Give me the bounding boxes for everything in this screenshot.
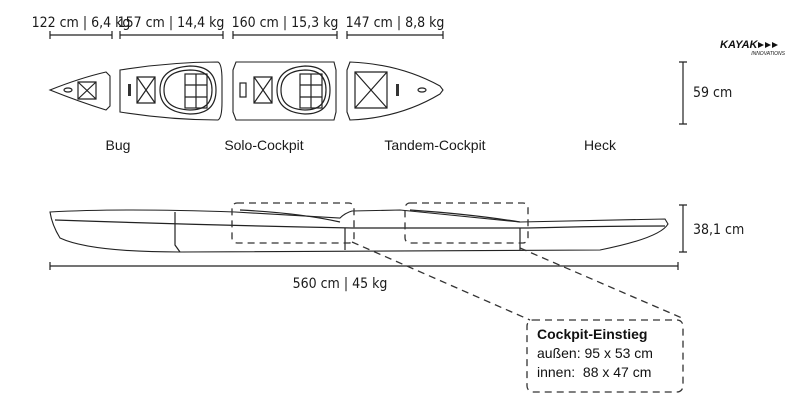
callout-title: Cockpit-Einstieg — [537, 326, 647, 342]
length-label: 560 cm | 45 kg — [293, 276, 388, 292]
dimension-heck: 147 cm | 8,8 kg — [346, 15, 445, 39]
height-dimension-line — [679, 204, 687, 253]
dimension-tandem: 160 cm | 15,3 kg — [232, 15, 339, 39]
dimension-bug: 122 cm | 6,4 kg — [32, 15, 131, 39]
callout-leader-lines — [351, 241, 683, 321]
section-name-bug: Bug — [106, 137, 131, 153]
callout-inner-size: innen: 88 x 47 cm — [537, 364, 651, 380]
section-name-solo: Solo-Cockpit — [224, 137, 303, 153]
cockpit-highlight-rear — [404, 202, 529, 244]
brand-logo: KAYAK INNOVATIONS — [720, 39, 786, 57]
callout-outer-size: außen: 95 x 53 cm — [537, 345, 653, 361]
brand-subtitle: INNOVATIONS — [751, 51, 785, 57]
tandem-dimension-label: 160 cm | 15,3 kg — [232, 15, 339, 31]
side-view-kayak — [49, 209, 669, 253]
length-dimension-line — [49, 262, 679, 270]
solo-dimension-label: 157 cm | 14,4 kg — [118, 15, 225, 31]
bug-dimension-label: 122 cm | 6,4 kg — [32, 15, 131, 31]
top-view-solo — [119, 61, 223, 121]
brand-name: KAYAK — [720, 39, 759, 51]
height-label: 38,1 cm — [693, 222, 744, 238]
cockpit-callout: Cockpit-Einstieg außen: 95 x 53 cm innen… — [526, 319, 684, 393]
cockpit-highlight-front — [231, 202, 355, 244]
top-view-bug — [48, 71, 111, 111]
heck-dimension-label: 147 cm | 8,8 kg — [346, 15, 445, 31]
width-label: 59 cm — [693, 85, 732, 101]
top-view-tandem — [232, 61, 337, 121]
section-dimensions: 122 cm | 6,4 kg 157 cm | 14,4 kg 160 cm … — [32, 15, 445, 39]
section-name-heck: Heck — [584, 137, 617, 153]
section-name-tandem: Tandem-Cockpit — [384, 137, 485, 153]
width-dimension-line — [679, 61, 687, 125]
dimension-solo: 157 cm | 14,4 kg — [118, 15, 225, 39]
top-view-heck — [346, 61, 444, 121]
